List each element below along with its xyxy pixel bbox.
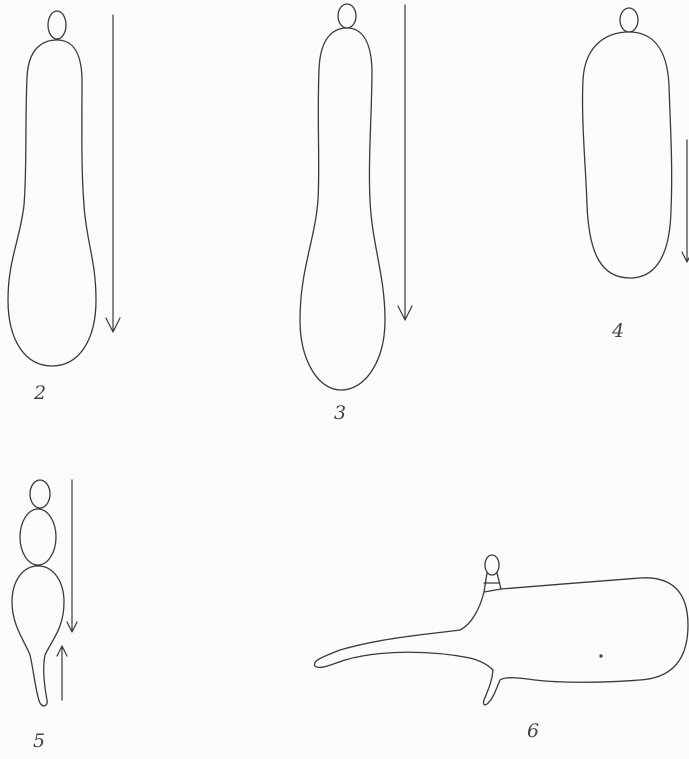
figure-2: 2 [8,11,120,404]
fig5-direction-arrow-up [57,646,67,700]
fig4-label: 4 [611,320,624,342]
fig2-direction-arrow [106,15,120,332]
fig3-bud [338,4,356,28]
figure-3: 3 [300,4,412,424]
fig2-bud [48,11,66,39]
fig3-label: 3 [334,402,346,424]
fig5-direction-arrow-down [67,480,77,632]
fig6-spot [599,654,602,657]
fig2-cell-outline [8,40,96,366]
fig5-label: 5 [33,730,45,752]
fig5-bud-top [30,480,50,508]
fig6-label: 6 [527,720,539,742]
figure-4: 4 [583,8,689,342]
fig4-direction-arrow [682,140,689,262]
figure-5: 5 [12,480,77,752]
fig5-cell-middle [20,509,56,565]
fig4-bud [620,8,638,32]
fig5-cell-lower [12,566,64,706]
fig6-cell-outline [314,578,688,705]
fig6-bud [485,555,499,575]
fig4-cell-outline [583,32,672,278]
fig2-label: 2 [33,382,46,404]
fig3-cell-outline [300,28,385,390]
fig3-direction-arrow [398,5,412,320]
figure-6: 6 [314,555,688,742]
